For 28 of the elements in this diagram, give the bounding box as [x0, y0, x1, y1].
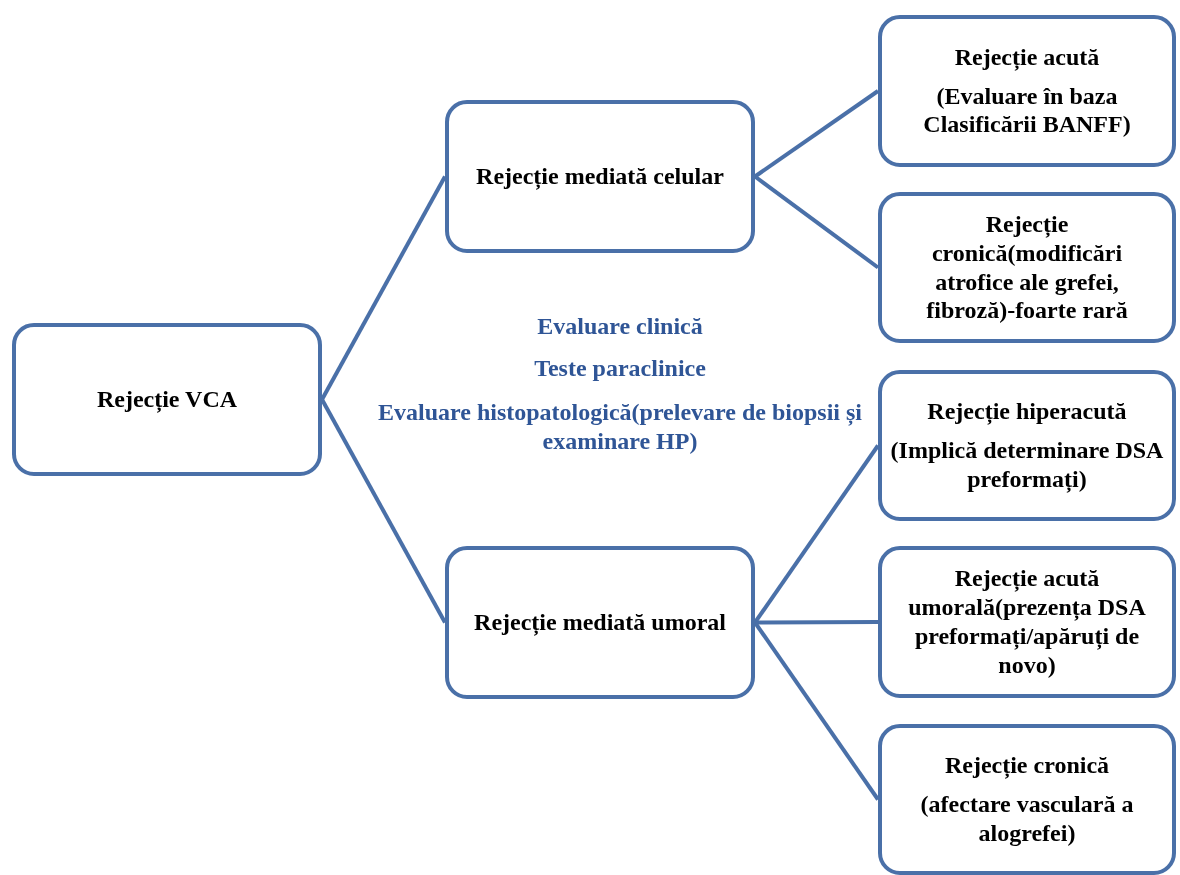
box-text: Rejecție acută umorală(prezența DSA preformați/apăruți de novo) [907, 564, 1147, 680]
process-box [878, 370, 1176, 521]
box-text: (Implică determinare DSA preformați) [890, 436, 1164, 494]
note-text: Teste paraclinice [533, 354, 707, 383]
process-box [445, 100, 755, 253]
box-text: (Evaluare în baza Clasificării BANFF) [922, 81, 1132, 140]
process-box [878, 546, 1176, 698]
box-text: Rejecție mediată celular [476, 162, 724, 191]
box-text: Rejecție mediată umoral [474, 608, 726, 637]
box-text: Rejecție VCA [96, 385, 238, 414]
connector-line [753, 89, 880, 179]
connector-line [320, 175, 447, 401]
connector-line [755, 620, 878, 625]
connector-line [753, 174, 880, 270]
note-text: Evaluare clinică [536, 312, 704, 341]
process-box [878, 192, 1176, 343]
box-text: Rejecție cronică [944, 751, 1110, 781]
box-text: Rejecție hiperacută [927, 397, 1127, 427]
connector-line [320, 398, 447, 624]
process-box [878, 724, 1176, 875]
box-text: Rejecție cronică(modificări atrofice ale grefei, fibroză)-foarte rară [925, 209, 1129, 326]
connector-line [753, 621, 880, 801]
note-text: Evaluare histopatologică(prelevare de biopsii și examinare HP) [377, 398, 863, 456]
process-box [878, 15, 1176, 167]
process-box [445, 546, 755, 699]
box-text: (afectare vasculară a alogrefei) [919, 790, 1135, 848]
box-text: Rejecție acută [954, 42, 1100, 72]
process-box [12, 323, 322, 476]
